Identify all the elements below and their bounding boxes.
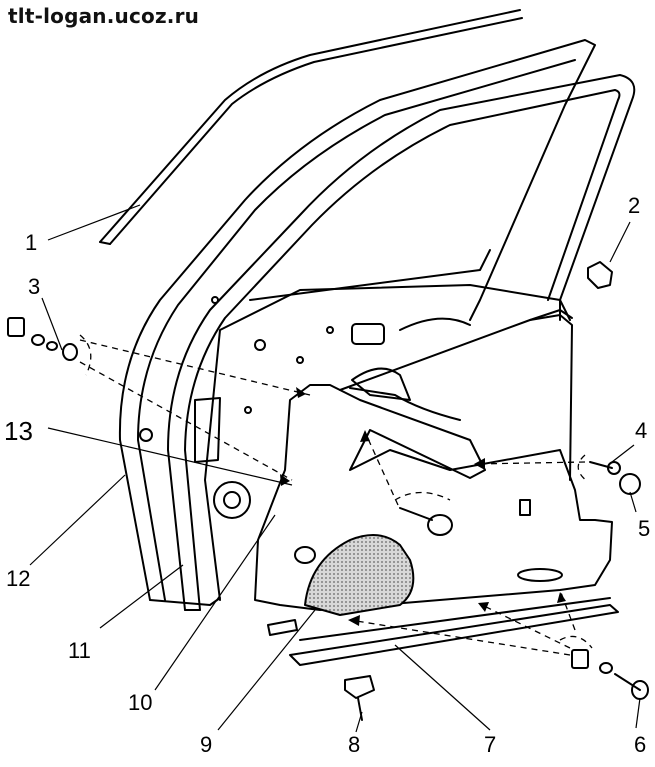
callout-3: 3 <box>28 274 41 299</box>
leader-7 <box>394 644 491 731</box>
leader-6 <box>635 697 641 729</box>
arrow-head <box>557 592 566 603</box>
door-seal <box>167 74 636 611</box>
callout-8: 8 <box>348 732 361 757</box>
assembly-arc <box>559 635 593 649</box>
callout-2: 2 <box>628 193 641 218</box>
assembly-line <box>79 361 293 481</box>
assembly-line <box>349 619 571 656</box>
leader-2 <box>609 221 631 263</box>
screw-and-cap-center <box>399 507 453 536</box>
arrow-head <box>474 458 485 470</box>
callout-4: 4 <box>635 418 648 443</box>
leader-4 <box>611 444 635 463</box>
site-watermark: tlt-logan.ucoz.ru <box>8 4 200 28</box>
assembly-arc <box>394 491 451 501</box>
screw-and-cap-4-5 <box>589 461 641 495</box>
arrow-head <box>348 615 360 626</box>
arrow-head <box>478 602 489 612</box>
assembly-line <box>479 603 571 649</box>
callout-10: 10 <box>128 690 153 715</box>
window-weatherstrip <box>99 9 523 245</box>
leader-5 <box>629 491 637 513</box>
leader-10 <box>154 514 276 691</box>
callout-1: 1 <box>25 230 38 255</box>
assembly-line <box>474 461 586 465</box>
door-inner-panel <box>139 249 571 601</box>
callout-7: 7 <box>484 732 497 757</box>
leader-1 <box>47 204 141 241</box>
callout-13: 13 <box>4 416 33 446</box>
callout-11: 11 <box>68 638 91 663</box>
leader-11 <box>99 564 184 629</box>
callout-5: 5 <box>638 516 651 541</box>
push-fastener-8 <box>344 675 375 721</box>
callout-9: 9 <box>200 732 213 757</box>
sill-strip <box>289 597 619 666</box>
screw-clip-washer-6 <box>571 649 649 700</box>
callout-6: 6 <box>634 732 647 757</box>
push-clip-2 <box>587 261 613 289</box>
clip-and-washer-set-3 <box>7 317 78 361</box>
assembly-arc <box>577 454 589 483</box>
assembly-line <box>364 431 399 506</box>
assembly-arc <box>79 334 92 376</box>
door-trim-panel <box>254 309 613 611</box>
leader-13 <box>47 427 293 486</box>
leader-8 <box>355 711 363 733</box>
arrow-head <box>296 387 306 398</box>
leader-3 <box>41 297 63 351</box>
leader-12 <box>29 474 126 566</box>
arrow-head <box>360 430 370 442</box>
assembly-line <box>79 339 311 396</box>
speaker-grille <box>294 534 415 616</box>
leader-9 <box>217 609 316 731</box>
small-pin <box>267 619 298 636</box>
callout-12: 12 <box>6 566 31 591</box>
